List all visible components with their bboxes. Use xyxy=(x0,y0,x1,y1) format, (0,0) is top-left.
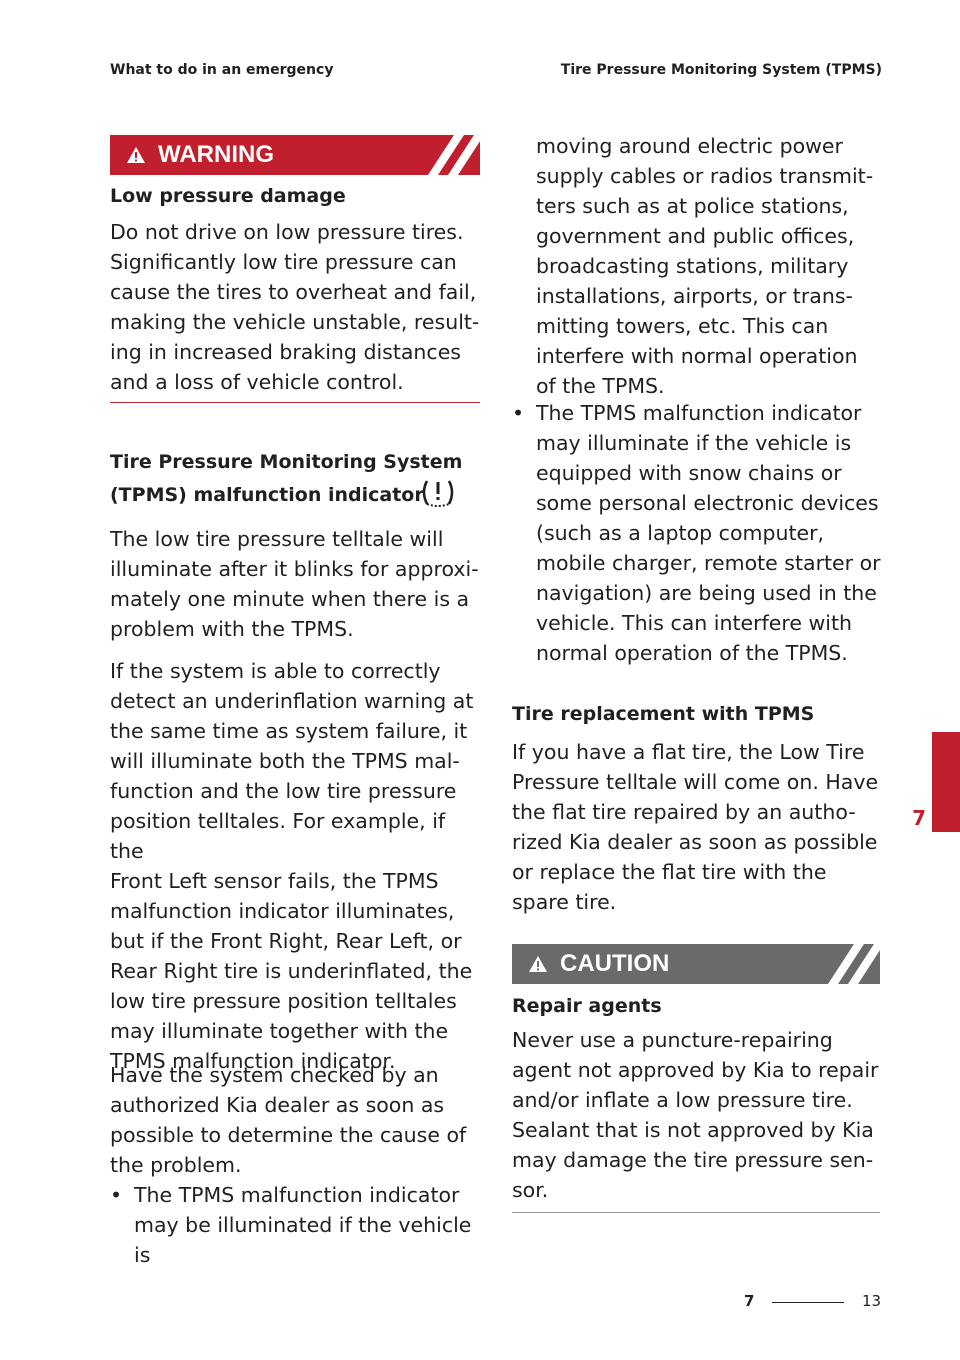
warning-triangle-icon xyxy=(126,146,146,164)
bullet-item: • The TPMS malfunction indicator may be … xyxy=(110,1180,482,1267)
warning-text: Do not drive on low pressure tires. Sign… xyxy=(110,220,480,394)
tpms-malfunction-icon xyxy=(422,480,454,507)
footer-page-number: 13 xyxy=(862,1292,882,1310)
bullet-item: • The TPMS malfunction indicator may ill… xyxy=(512,398,882,668)
banner-stripes-icon xyxy=(828,944,880,984)
tpms-paragraph-2: If the system is able to correctly detec… xyxy=(110,659,474,1073)
tpms-paragraph-1: The low tire pressure telltale will illu… xyxy=(110,527,479,641)
bullet-dot: • xyxy=(512,401,525,425)
bullet-dot: • xyxy=(110,1183,123,1207)
bullet-text: The TPMS malfunction indicator may illum… xyxy=(536,401,881,665)
caution-label: CAUTION xyxy=(560,950,670,977)
bullet-text-continued: moving around electric power supply cabl… xyxy=(536,134,874,398)
chapter-side-tab xyxy=(932,732,960,832)
tpms-paragraph-3: Have the system checked by an authorized… xyxy=(110,1063,467,1177)
banner-stripes-icon xyxy=(428,135,480,175)
bullet-item-continued: moving around electric power supply cabl… xyxy=(512,131,882,401)
warning-triangle-icon xyxy=(528,955,548,973)
warning-banner: WARNING xyxy=(110,135,480,175)
replacement-text: If you have a flat tire, the Low Tire Pr… xyxy=(512,740,879,914)
warning-end-rule xyxy=(110,402,480,403)
warning-title: Low pressure damage xyxy=(110,185,346,207)
caution-end-rule xyxy=(512,1212,880,1213)
caution-banner: CAUTION xyxy=(512,944,880,984)
tpms-section-title-line2: (TPMS) malfunction indicator xyxy=(110,484,424,506)
running-header-right: Tire Pressure Monitoring System (TPMS) xyxy=(560,62,882,78)
bullet-text: The TPMS malfunction indicator may be il… xyxy=(134,1183,472,1267)
caution-title: Repair agents xyxy=(512,995,662,1017)
warning-label: WARNING xyxy=(158,141,274,168)
chapter-side-number: 7 xyxy=(912,806,926,830)
footer-divider xyxy=(772,1302,844,1303)
footer-chapter: 7 xyxy=(744,1292,755,1310)
tpms-section-title-line1: Tire Pressure Monitoring System xyxy=(110,451,463,473)
caution-text: Never use a puncture-repairing agent not… xyxy=(512,1028,879,1202)
running-header-left: What to do in an emergency xyxy=(110,62,334,78)
replacement-title: Tire replacement with TPMS xyxy=(512,703,815,725)
